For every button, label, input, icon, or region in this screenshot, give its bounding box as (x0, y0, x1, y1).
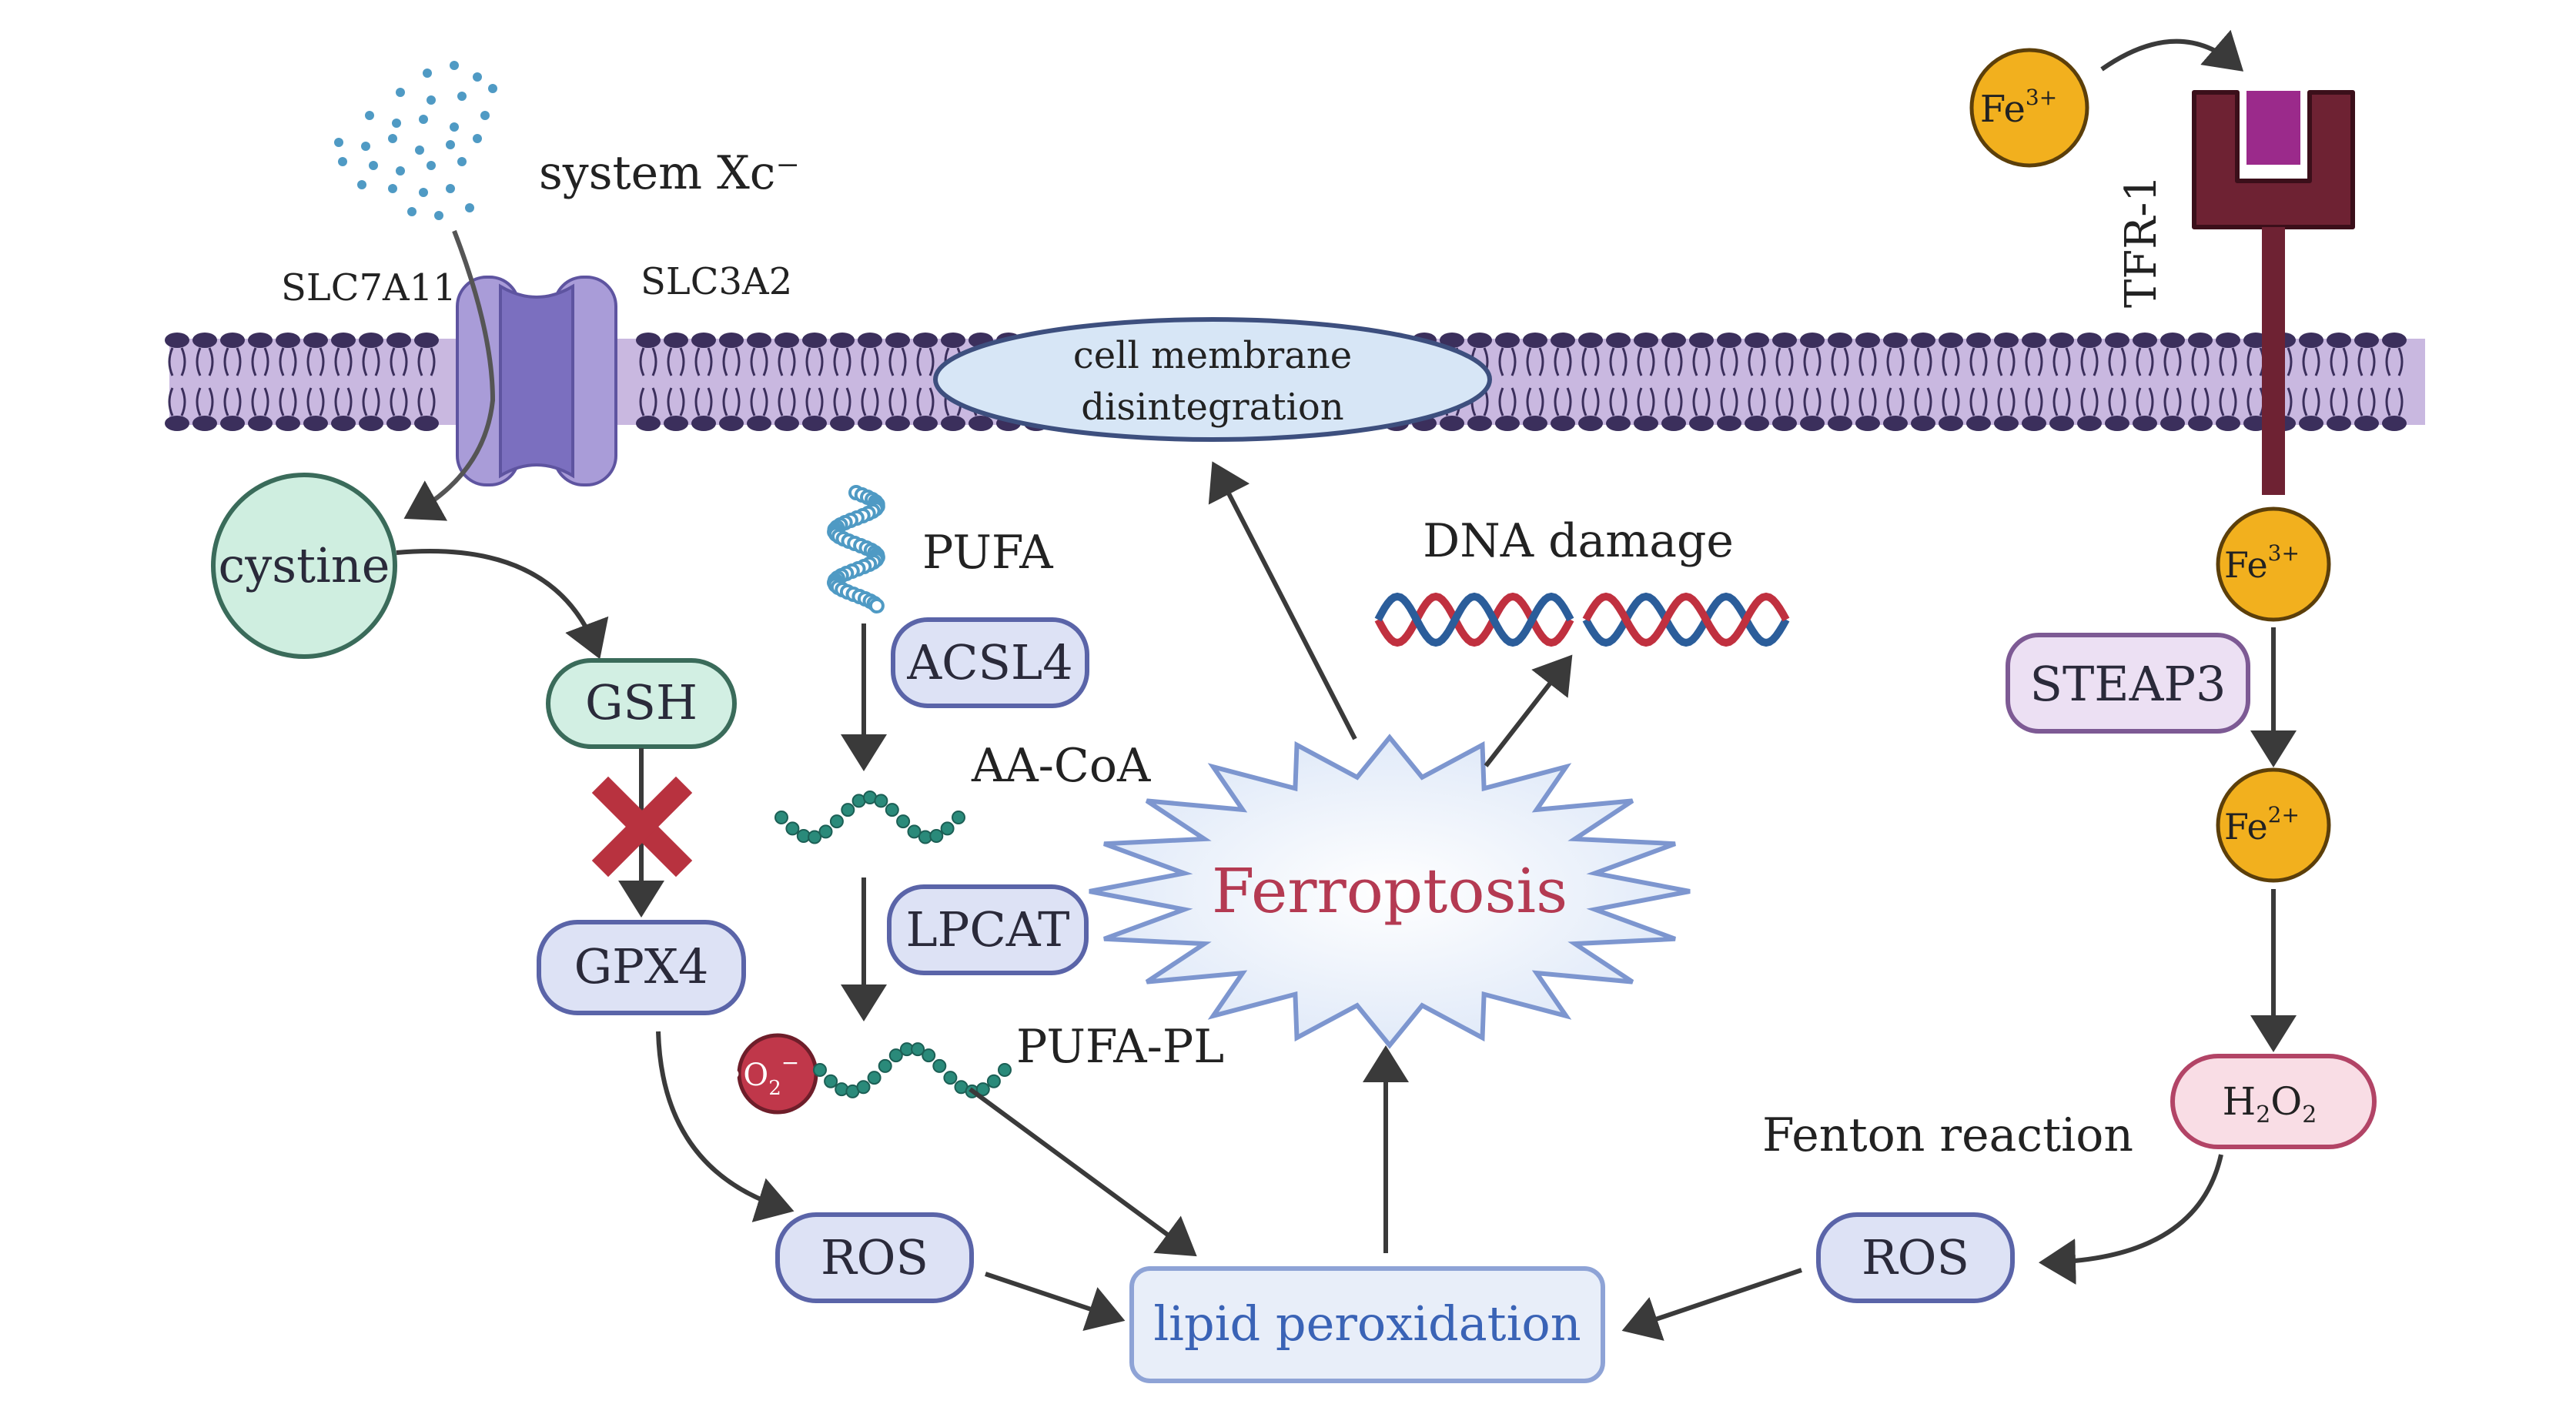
inhibition-x-icon (591, 776, 693, 878)
superoxide-node: •O2− (725, 1033, 818, 1115)
ros-to-lipid-arrow (985, 1272, 1126, 1331)
gsh-node: GSH (546, 658, 737, 749)
pufa-pl-chain-icon (813, 1042, 1012, 1098)
fenton-reaction-label: Fenton reaction (1762, 1108, 2133, 1162)
lipid-peroxidation-node: lipid peroxidation (1129, 1266, 1605, 1383)
svg-text:H2O2: H2O2 (2223, 1079, 2317, 1128)
system-xc-spray-icon (334, 61, 497, 220)
fe2-sup: 2+ (2268, 802, 2300, 827)
svg-text:Fe2+: Fe2+ (2224, 802, 2300, 847)
pufa-label: PUFA (922, 526, 1053, 580)
system-xc-label: system Xc⁻ (539, 146, 800, 200)
superoxide-sub: 2 (768, 1077, 781, 1100)
ferroptosis-to-membrane-arrow (1208, 461, 1357, 740)
fe2-node: Fe2+ (2216, 767, 2331, 883)
fe3-outside-node: Fe3+ (1969, 48, 2089, 168)
dna-helix-icon (1374, 592, 1790, 647)
h2o2-sub-1: 2 (2256, 1101, 2270, 1128)
gpx4-label: GPX4 (574, 938, 709, 994)
superoxide-sup: − (781, 1050, 799, 1075)
h2o2-node: H2O2 (2170, 1054, 2377, 1149)
acsl4-label: ACSL4 (906, 634, 1072, 690)
tfr1-label: TFR-1 (2116, 175, 2166, 308)
steap3-node: STEAP3 (2006, 633, 2250, 734)
slc7a11-label: SLC7A11 (281, 266, 457, 309)
gsh-label: GSH (585, 674, 698, 730)
fe3-inside-node: Fe3+ (2216, 506, 2331, 622)
pufapl-to-lipid-arrow (969, 1087, 1197, 1257)
ferroptosis-to-dna-arrow (1484, 654, 1573, 767)
lpcat-node: LPCAT (887, 884, 1089, 975)
gpx4-node: GPX4 (537, 920, 746, 1015)
fe3-outside-base: Fe (1980, 88, 2026, 131)
ros-left-label: ROS (821, 1229, 928, 1285)
cystine-node: cystine (211, 473, 397, 659)
pufa-pl-label: PUFA-PL (1016, 1020, 1224, 1074)
fe3-outside-sup: 3+ (2026, 85, 2057, 110)
h2o2-sub-2: 2 (2302, 1101, 2317, 1128)
superoxide-base: •O (725, 1058, 768, 1093)
ros-right-to-lipid-arrow (1621, 1268, 1802, 1341)
aa-coa-label: AA-CoA (971, 739, 1151, 793)
disintegration-label: disintegration (1081, 386, 1343, 429)
fe3-inside-sup: 3+ (2268, 540, 2300, 566)
svg-text:•O2−: •O2− (725, 1050, 799, 1100)
lipid-peroxidation-label: lipid peroxidation (1153, 1295, 1581, 1352)
slc3a2-label: SLC3A2 (641, 260, 792, 303)
svg-text:Fe3+: Fe3+ (1980, 85, 2057, 131)
cell-membrane-disintegration-ellipse (933, 317, 1492, 442)
steap3-label: STEAP3 (2029, 656, 2226, 712)
system-xc-transporter-icon (456, 276, 617, 486)
fe3-inside-base: Fe (2224, 544, 2268, 586)
cystine-label: cystine (219, 537, 390, 593)
ferroptosis-label: Ferroptosis (1212, 855, 1567, 927)
dna-damage-label: DNA damage (1423, 514, 1734, 568)
aa-coa-chain-icon (774, 791, 965, 844)
gpx4-to-ros-arrow (656, 1031, 795, 1222)
h2o2-to-ros-arrow (2039, 1154, 2223, 1285)
ros-left-node: ROS (775, 1212, 974, 1303)
h2o2-o: O (2270, 1079, 2302, 1124)
fe3-to-tfr1-arrow (2100, 29, 2244, 72)
cell-membrane-label: cell membrane (1073, 334, 1352, 377)
h2o2-h: H (2223, 1079, 2257, 1124)
ros-right-node: ROS (1816, 1212, 2015, 1303)
svg-text:Fe3+: Fe3+ (2224, 540, 2300, 586)
cystine-import-arrow (403, 229, 496, 521)
pufa-molecule-icon (827, 485, 885, 613)
acsl4-node: ACSL4 (891, 617, 1089, 708)
fe2-base: Fe (2224, 806, 2268, 847)
cystine-to-gsh-arrow (396, 549, 609, 660)
ros-right-label: ROS (1862, 1229, 1969, 1285)
tfr1-receptor-icon (2192, 90, 2355, 495)
lpcat-label: LPCAT (905, 901, 1069, 958)
